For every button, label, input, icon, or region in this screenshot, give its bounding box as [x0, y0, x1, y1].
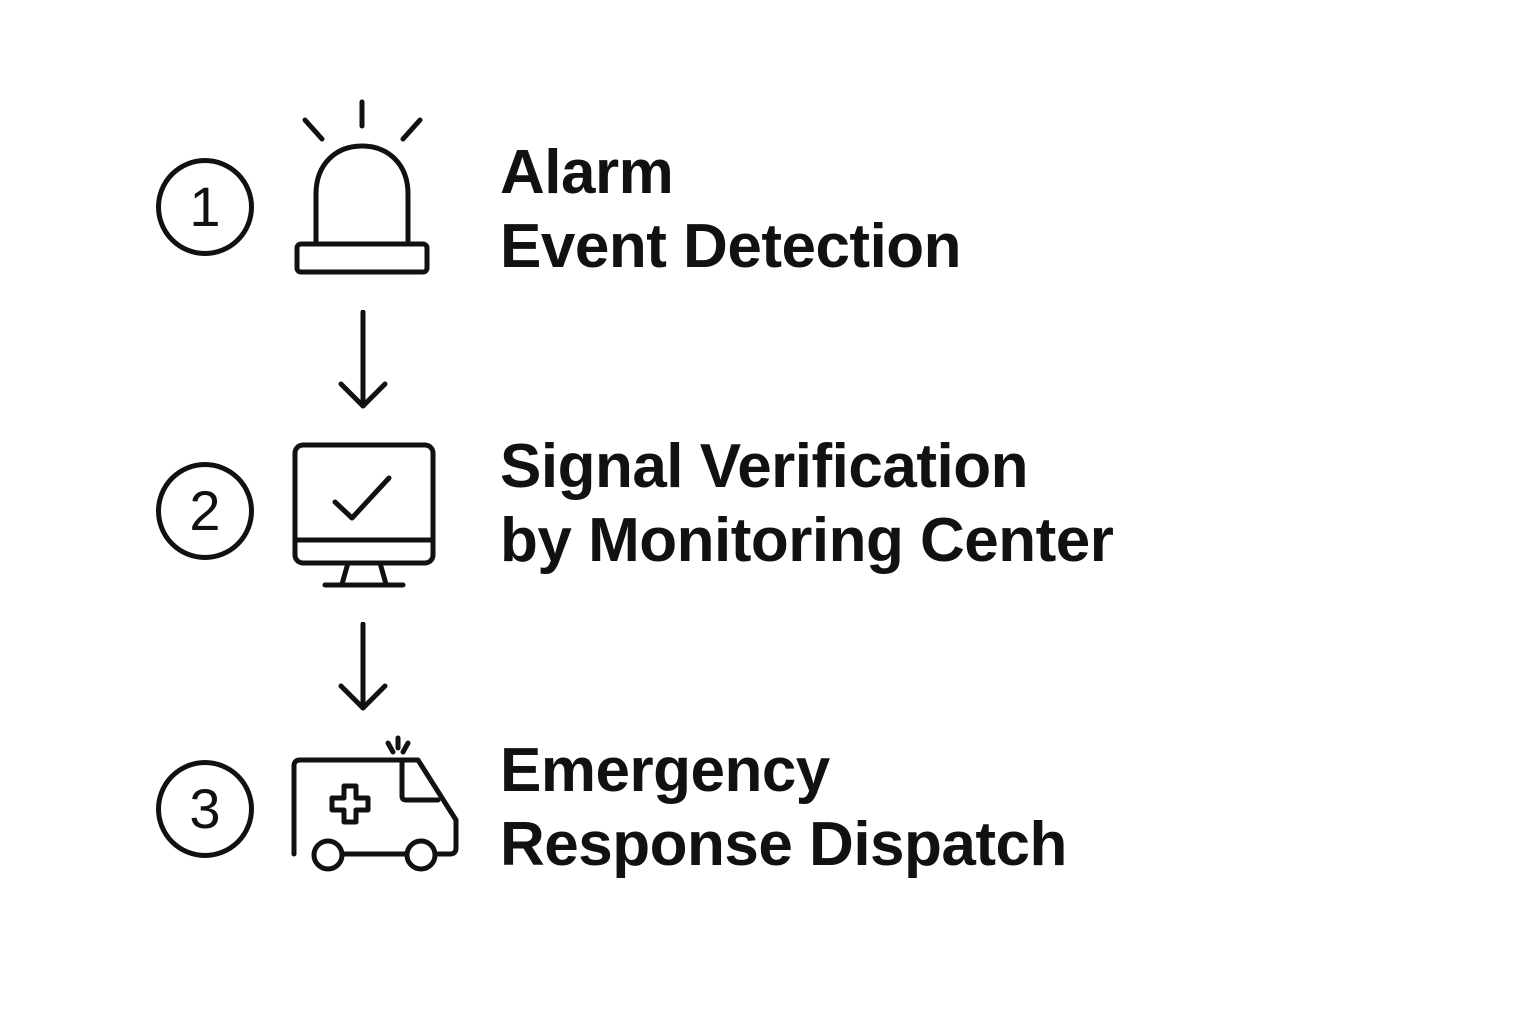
- step-2-label: Signal Verification by Monitoring Center: [500, 430, 1114, 578]
- arrow-down-icon: [336, 309, 390, 417]
- alarm-siren-icon: [290, 96, 440, 286]
- ambulance-icon: [290, 734, 464, 876]
- step-1-label-line-1: Alarm: [500, 138, 674, 207]
- step-1-number: 1: [156, 158, 254, 256]
- step-2-label-line-1: Signal Verification: [500, 432, 1028, 501]
- step-3-label-line-2: Response Dispatch: [500, 810, 1067, 879]
- step-3-number: 3: [156, 760, 254, 858]
- step-3-label: Emergency Response Dispatch: [500, 734, 1067, 882]
- step-3-label-line-1: Emergency: [500, 736, 830, 805]
- monitor-check-icon: [292, 442, 438, 592]
- step-2-number: 2: [156, 462, 254, 560]
- step-1-label: Alarm Event Detection: [500, 136, 962, 284]
- step-2-label-line-2: by Monitoring Center: [500, 506, 1114, 575]
- step-1-label-line-2: Event Detection: [500, 212, 962, 281]
- arrow-down-icon: [336, 621, 390, 719]
